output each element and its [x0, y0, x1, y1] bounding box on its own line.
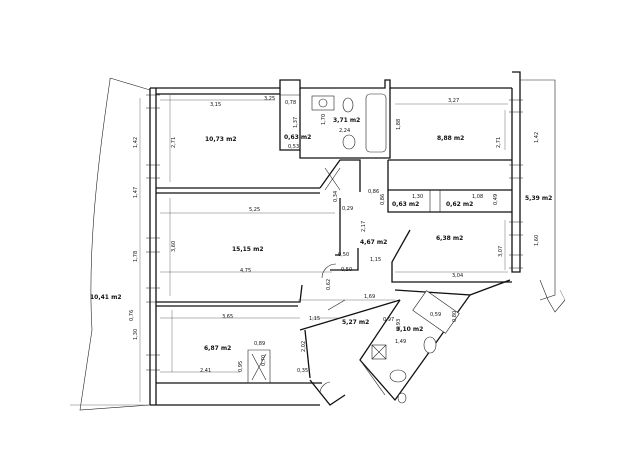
- dim-label: 3,04: [452, 273, 463, 279]
- dim-label: 2,24: [339, 128, 350, 134]
- dim-label: 3,25: [264, 96, 275, 102]
- dim-label: 0,35: [297, 368, 308, 374]
- dim-label: 1,70: [321, 114, 327, 125]
- dim-label: 0,29: [342, 206, 353, 212]
- area-closet-mid: 0,63 m2: [392, 201, 419, 208]
- toilet-icon: [342, 97, 354, 113]
- sink-bottom-icon: [389, 369, 407, 383]
- area-bath-top: 3,71 m2: [333, 117, 360, 124]
- dim-label: 0,53: [288, 144, 299, 150]
- dim-label: 1,15: [370, 257, 381, 263]
- dim-label: 2,17: [361, 221, 367, 232]
- dim-label: 4,75: [240, 268, 251, 274]
- dim-label: 1,30: [133, 329, 139, 340]
- dim-label: 2,41: [200, 368, 211, 374]
- outer-walls: [146, 71, 523, 406]
- dimension-lines: [139, 95, 508, 402]
- dim-label: 1,42: [534, 132, 540, 143]
- dim-label: 2,71: [496, 137, 502, 148]
- area-living: 15,15 m2: [232, 246, 264, 253]
- dim-label: 0,80: [452, 311, 458, 322]
- dim-label: 3,65: [222, 314, 233, 320]
- dim-label: 1,78: [133, 251, 139, 262]
- basin-bottom-icon: [397, 392, 407, 404]
- dim-label: 3,27: [448, 98, 459, 104]
- dim-label: 0,50: [338, 252, 349, 258]
- dim-label: 0,50: [341, 267, 352, 273]
- area-room-top-right: 8,88 m2: [437, 135, 464, 142]
- dim-label: 2,02: [301, 341, 307, 352]
- tub-bottom-icon: [412, 290, 460, 334]
- dim-label: 1,88: [396, 119, 402, 130]
- dim-label: 1,69: [364, 294, 375, 300]
- dim-label: 1,42: [133, 137, 139, 148]
- dim-label: 0,86: [368, 189, 379, 195]
- fixtures: [311, 93, 460, 404]
- balcony-left: [70, 77, 151, 411]
- area-room-mid-right: 6,38 m2: [436, 235, 463, 242]
- area-closet-right: 0,62 m2: [446, 201, 473, 208]
- area-bath-bottom: 3,10 m2: [396, 326, 423, 333]
- toilet-bottom-icon: [423, 336, 437, 354]
- area-room-bottom-left: 6,87 m2: [204, 345, 231, 352]
- area-room-top-left: 10,73 m2: [205, 136, 237, 143]
- dim-label: 0,93: [396, 319, 402, 330]
- area-balcony-left: 10,41 m2: [90, 294, 122, 301]
- bathtub-icon: [365, 93, 387, 153]
- area-corridor: 4,67 m2: [360, 239, 387, 246]
- dim-label: 0,95: [238, 361, 244, 372]
- dim-label: 1,15: [309, 316, 320, 322]
- dim-label: 5,25: [249, 207, 260, 213]
- dim-label: 0,97: [383, 317, 394, 323]
- dim-label: 0,78: [285, 100, 296, 106]
- sink-drain-icon: [318, 98, 328, 108]
- dimension-labels: 3,15 3,25 0,78 2,24 3,27 2,71 2,71 1,42 …: [129, 96, 540, 374]
- dim-label: 0,62: [326, 279, 332, 290]
- dim-label: 0,49: [493, 194, 499, 205]
- dim-label: 1,08: [472, 194, 483, 200]
- area-hall: 5,27 m2: [342, 319, 369, 326]
- dim-label: 0,86: [380, 194, 386, 205]
- interior-walls: [156, 88, 512, 406]
- balcony-right: [520, 79, 566, 313]
- dim-label: 0,34: [333, 191, 339, 202]
- area-balcony-right: 5,39 m2: [525, 195, 552, 202]
- dim-label: 2,71: [171, 137, 177, 148]
- dim-label: 3,15: [210, 102, 221, 108]
- basin-icon: [342, 134, 356, 150]
- dim-label: 0,59: [430, 312, 441, 318]
- dim-label: 1,60: [534, 235, 540, 246]
- room-labels: 10,73 m2 3,71 m2 8,88 m2 0,63 m2 0,63 m2…: [90, 117, 552, 352]
- dim-label: 0,70: [261, 355, 267, 366]
- dim-label: 3,60: [171, 241, 177, 252]
- dim-label: 0,76: [129, 310, 135, 321]
- dim-label: 0,89: [254, 341, 265, 347]
- dim-label: 3,07: [498, 246, 504, 257]
- dim-label: 1,49: [395, 339, 406, 345]
- doors: [319, 167, 346, 393]
- dim-label: 1,47: [133, 187, 139, 198]
- dim-label: 1,37: [293, 117, 299, 128]
- dim-label: 1,30: [412, 194, 423, 200]
- area-closet-small: 0,63 m2: [284, 134, 311, 141]
